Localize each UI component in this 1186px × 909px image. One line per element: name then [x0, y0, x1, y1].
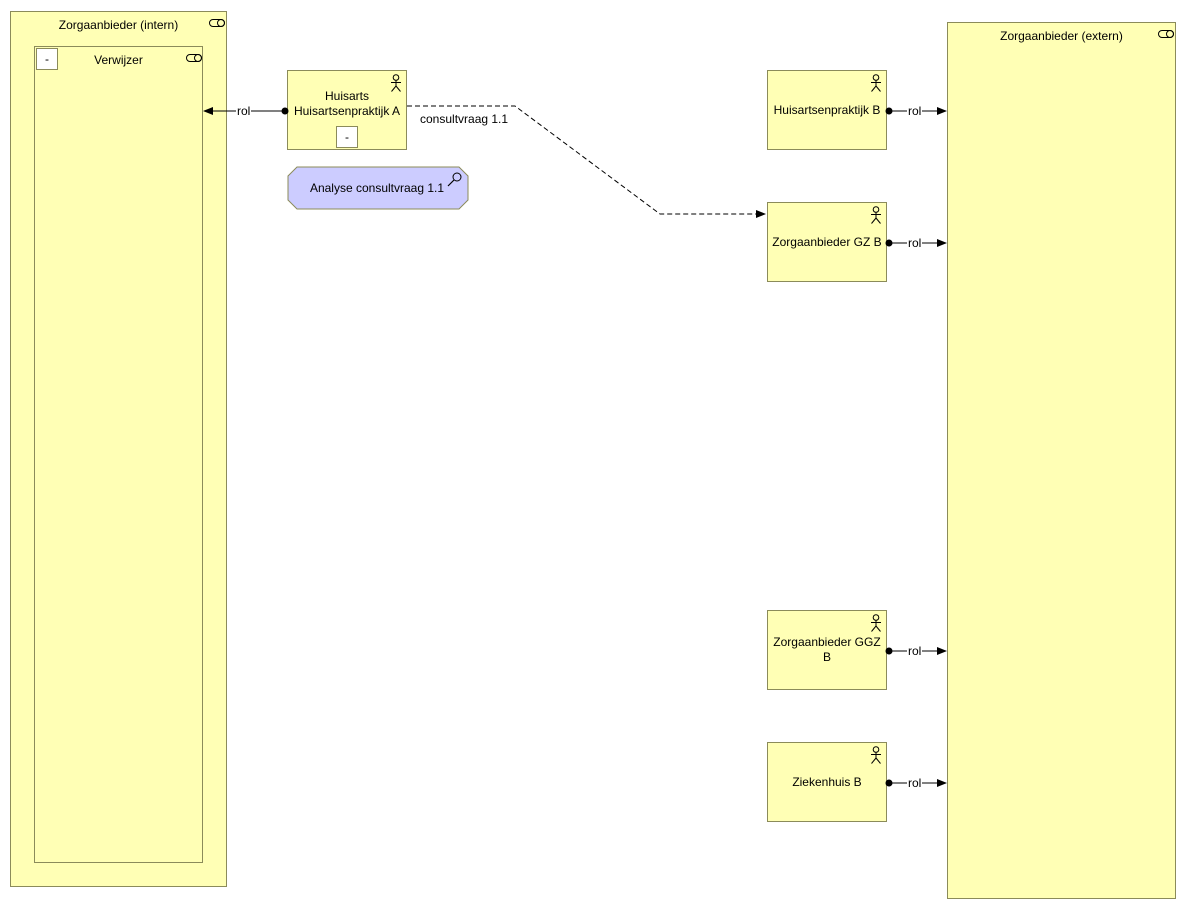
- actor-icon: [871, 614, 881, 632]
- relation-label-rol: rol: [907, 776, 923, 790]
- container-title: Verwijzer: [94, 53, 143, 67]
- actor-label: Huisartsenpraktijk B: [773, 102, 881, 117]
- business-role-icon: [186, 54, 202, 62]
- business-role-icon: [209, 19, 225, 27]
- actor-zorgaanbieder-ggz-b[interactable]: Zorgaanbieder GGZ B: [767, 610, 887, 690]
- assessment-analyse-consultvraag[interactable]: [287, 166, 469, 210]
- container-title: Zorgaanbieder (intern): [58, 18, 179, 32]
- relation-label-rol: rol: [907, 104, 923, 118]
- relation-label-rol: rol: [907, 644, 923, 658]
- relation-label-rol: rol: [236, 104, 252, 118]
- business-role-icon: [1158, 30, 1174, 38]
- container-zorgaanbieder-extern[interactable]: Zorgaanbieder (extern): [947, 22, 1176, 899]
- actor-label: Zorgaanbieder GGZ B: [773, 635, 881, 664]
- collapse-button[interactable]: -: [336, 126, 358, 148]
- actor-ziekenhuis-b[interactable]: Ziekenhuis B: [767, 742, 887, 822]
- actor-icon: [391, 74, 401, 92]
- actor-label: Ziekenhuis B: [792, 774, 862, 789]
- assessment-label: Analyse consultvraag 1.1: [309, 181, 445, 195]
- actor-icon: [871, 206, 881, 224]
- collapse-button[interactable]: -: [36, 48, 58, 70]
- actor-label-line1: Huisarts: [324, 89, 369, 103]
- assessment-icon: [452, 172, 462, 182]
- actor-huisarts-praktijk-a[interactable]: Huisarts Huisartsenpraktijk A -: [287, 70, 407, 150]
- relation-label-rol: rol: [907, 236, 923, 250]
- actor-label-line2: Huisartsenpraktijk A: [293, 104, 401, 118]
- container-verwijzer[interactable]: Verwijzer -: [34, 46, 203, 863]
- actor-icon: [871, 74, 881, 92]
- container-title: Zorgaanbieder (extern): [1000, 29, 1123, 43]
- actor-zorgaanbieder-gz-b[interactable]: Zorgaanbieder GZ B: [767, 202, 887, 282]
- actor-icon: [871, 746, 881, 764]
- relation-label-consultvraag: consultvraag 1.1: [419, 112, 510, 126]
- actor-huisartsenpraktijk-b[interactable]: Huisartsenpraktijk B: [767, 70, 887, 150]
- actor-label: Zorgaanbieder GZ B: [772, 234, 882, 249]
